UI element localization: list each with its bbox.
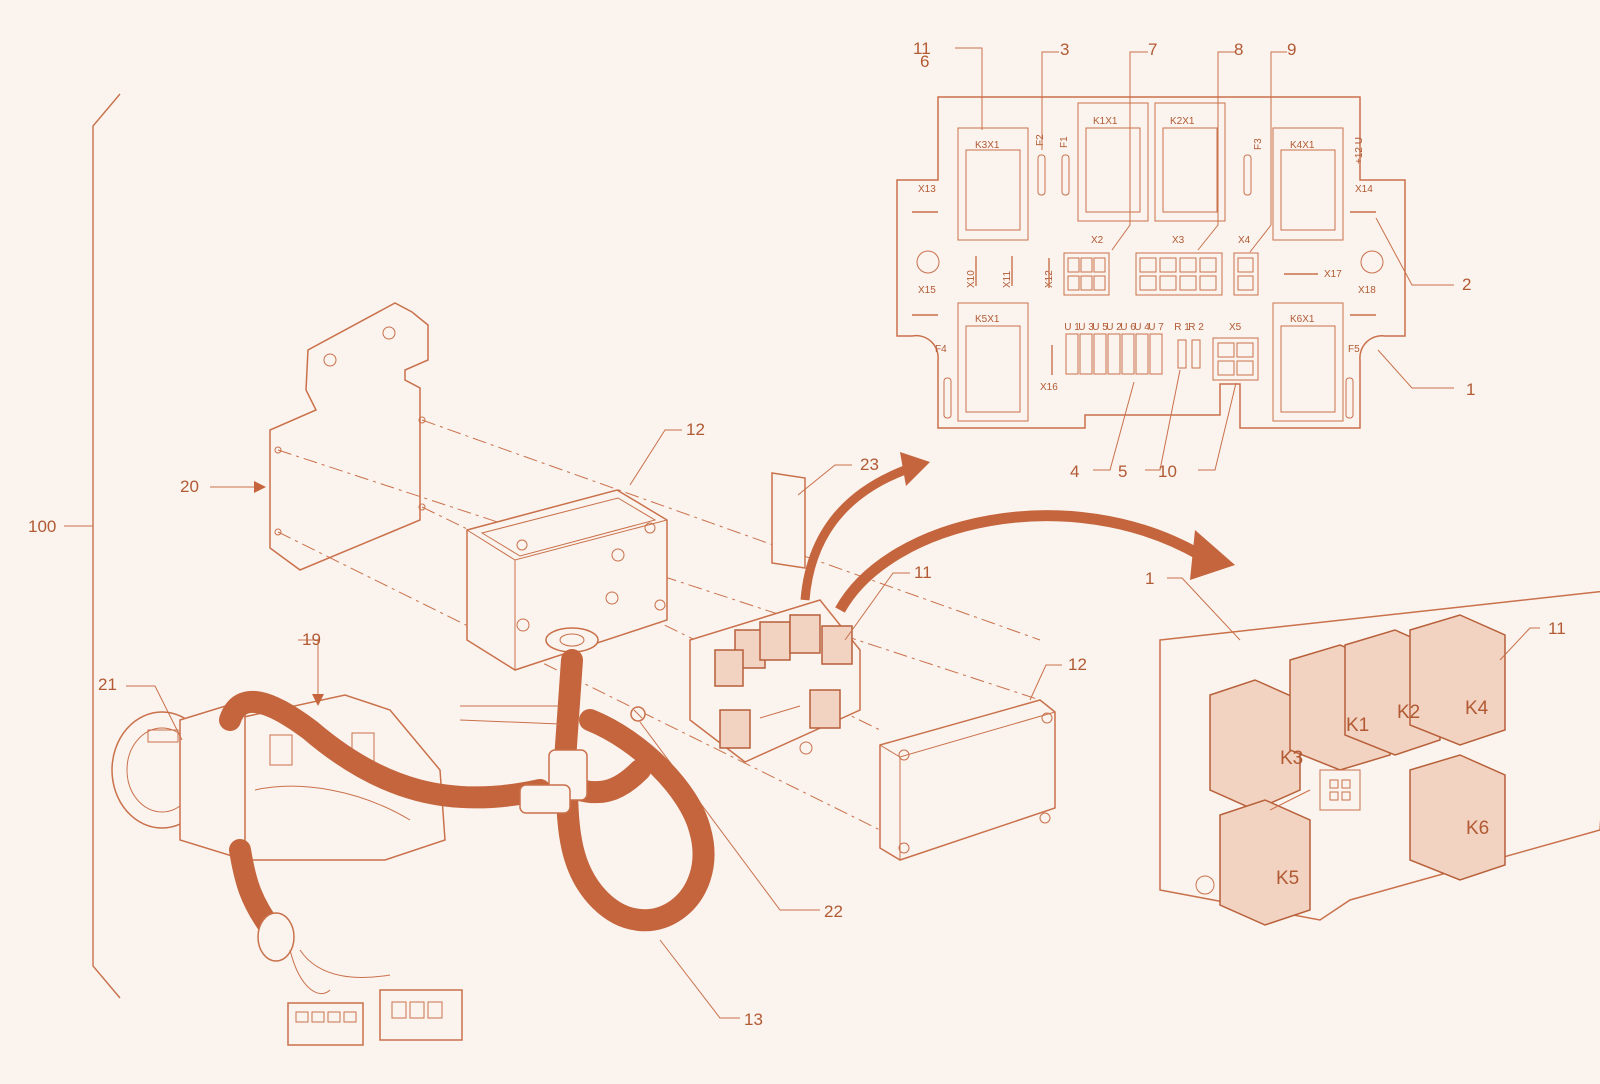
- fuse-label: U 7: [1148, 322, 1164, 333]
- svg-text:F2: F2: [1035, 134, 1046, 146]
- mounting-plate-20: 20: [180, 302, 429, 571]
- plug-socket-assembly: 21 19: [98, 630, 446, 862]
- connector-x5: X5: [1212, 322, 1259, 381]
- fuse-label: U 6: [1120, 322, 1136, 333]
- svg-text:11: 11: [913, 39, 931, 58]
- fuse-label: R 1: [1174, 322, 1190, 333]
- svg-text:F3: F3: [1253, 138, 1264, 150]
- svg-text:K2X1: K2X1: [1170, 116, 1195, 127]
- svg-text:K1X1: K1X1: [1093, 116, 1118, 127]
- seal-23: 23: [771, 455, 879, 569]
- svg-text:X2: X2: [1091, 235, 1104, 246]
- cable-harness-13: 13: [219, 649, 763, 1046]
- pcb-relay-k5: K5X1: [957, 302, 1029, 422]
- lid-12: 12: [879, 655, 1087, 861]
- svg-text:X14: X14: [1355, 184, 1373, 195]
- svg-text:X10: X10: [966, 270, 977, 288]
- relay-k5-label: K5: [1276, 868, 1299, 889]
- svg-text:22: 22: [824, 902, 843, 921]
- svg-text:X11: X11: [1002, 271, 1013, 288]
- pcb-isometric-view: K1 K2 K4 K3 K6 K5 1 11: [1145, 569, 1600, 926]
- fuse-row: [1065, 333, 1201, 375]
- fuse-label: U 3: [1078, 322, 1094, 333]
- svg-text:K6X1: K6X1: [1290, 314, 1315, 325]
- relay-k2-label: K2: [1397, 702, 1420, 723]
- svg-text:X15: X15: [918, 285, 936, 296]
- svg-text:X13: X13: [918, 184, 936, 195]
- relay-k1-label: K1: [1346, 715, 1369, 736]
- svg-text:7: 7: [1148, 40, 1157, 59]
- svg-text:13: 13: [744, 1010, 763, 1029]
- svg-text:8: 8: [1234, 40, 1243, 59]
- relay-k6-label: K6: [1466, 818, 1489, 839]
- svg-text:19: 19: [302, 630, 321, 649]
- svg-text:1: 1: [1466, 380, 1475, 399]
- svg-text:20: 20: [180, 477, 199, 496]
- svg-text:4: 4: [1070, 462, 1079, 481]
- svg-text:11: 11: [914, 563, 932, 582]
- svg-text:K4X1: K4X1: [1290, 140, 1315, 151]
- fuse-label: R 2: [1188, 322, 1204, 333]
- svg-text:X5: X5: [1229, 322, 1242, 333]
- pcb-assembly-small: 11: [689, 563, 932, 763]
- svg-text:K3X1: K3X1: [975, 140, 1000, 151]
- svg-text:12: 12: [686, 420, 705, 439]
- svg-text:23: 23: [860, 455, 879, 474]
- svg-text:9: 9: [1287, 40, 1296, 59]
- pcb-relay-k6: K6X1: [1272, 302, 1344, 422]
- svg-text:1: 1: [1145, 569, 1154, 588]
- transfer-arrows: [800, 452, 1235, 613]
- svg-text:X3: X3: [1172, 235, 1185, 246]
- assembly-bracket-100: 100: [28, 93, 121, 999]
- ref-100: 100: [28, 517, 56, 536]
- pcb-relay-k3: K3X1: [957, 127, 1029, 241]
- pcb-relay-k1: K1X1: [1077, 102, 1149, 222]
- relay-k4-label: K4: [1465, 698, 1489, 719]
- svg-text:X4: X4: [1238, 235, 1251, 246]
- svg-text:K5X1: K5X1: [975, 314, 1000, 325]
- fuse-label: U 2: [1106, 322, 1122, 333]
- connector-x3: X3: [1135, 235, 1223, 296]
- fuse-label: U 4: [1134, 322, 1150, 333]
- svg-text:11: 11: [1548, 619, 1566, 638]
- svg-text:2: 2: [1462, 275, 1471, 294]
- housing-12: 12: [466, 420, 705, 671]
- pcb-relay-k2: K2X1: [1154, 102, 1226, 222]
- svg-text:X17: X17: [1324, 269, 1342, 280]
- fuse-label: U 1: [1064, 322, 1080, 333]
- connector-x2: X2: [1063, 235, 1110, 296]
- pcb-relay-k4: K4X1: [1272, 127, 1344, 241]
- svg-text:12: 12: [1068, 655, 1087, 674]
- svg-text:6: 6: [920, 52, 929, 71]
- fuse-label: U 5: [1092, 322, 1108, 333]
- svg-text:3: 3: [1060, 40, 1069, 59]
- connector-x4: X4: [1233, 235, 1259, 296]
- svg-text:5: 5: [1118, 462, 1127, 481]
- svg-text:21: 21: [98, 675, 117, 694]
- svg-text:F5: F5: [1348, 344, 1360, 355]
- relay-k3-label: K3: [1280, 748, 1303, 769]
- svg-text:X18: X18: [1358, 285, 1376, 296]
- pcb-plan-view: K3X1 K1X1 K2X1 K4X1 K5X1 K6X1: [896, 39, 1475, 481]
- svg-text:X16: X16: [1040, 382, 1058, 393]
- svg-text:10: 10: [1158, 462, 1177, 481]
- svg-text:+12 U: +12 U: [1354, 137, 1365, 164]
- svg-text:F4: F4: [935, 344, 947, 355]
- svg-text:F1: F1: [1059, 136, 1070, 148]
